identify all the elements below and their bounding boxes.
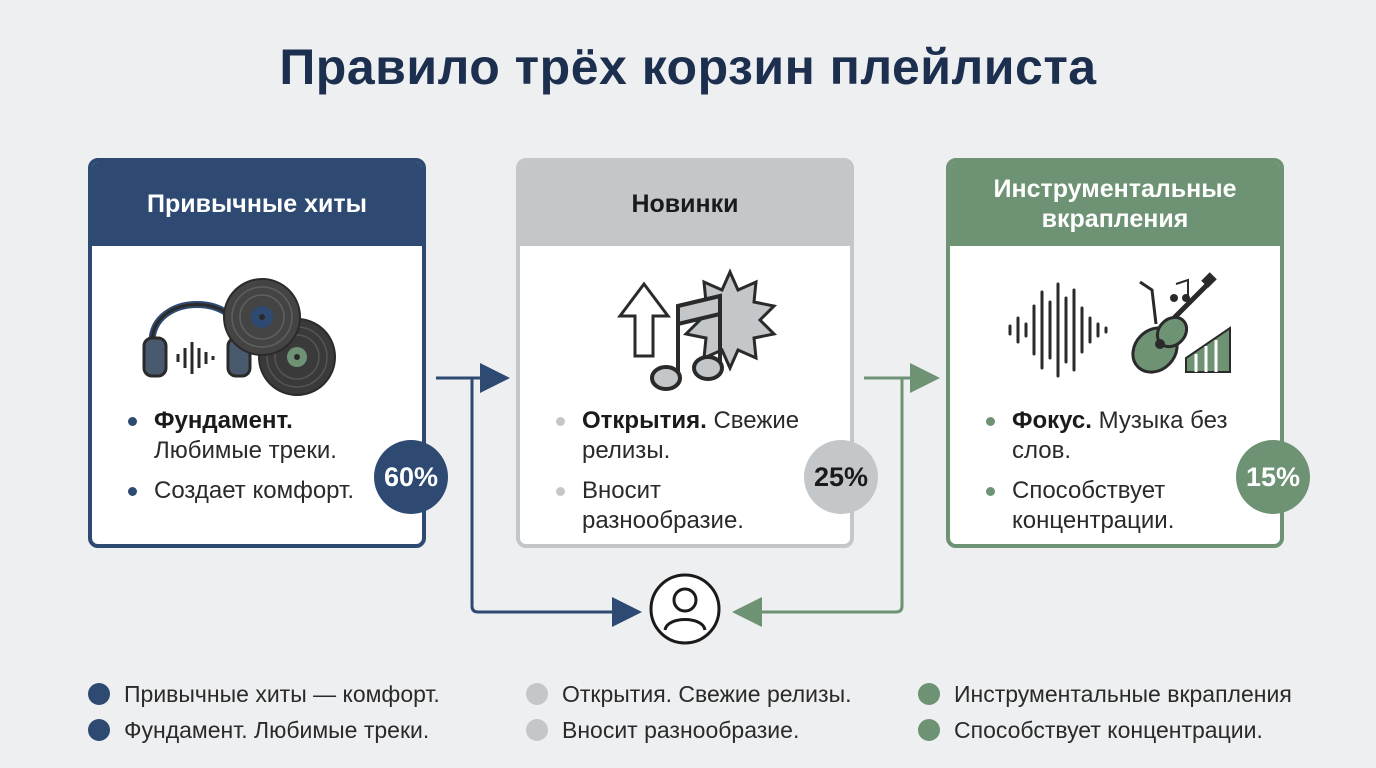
- vinyl-records-icon: [223, 278, 336, 396]
- card-heading: Инструментальные вкрапления: [950, 162, 1280, 246]
- legend-dot: [918, 719, 940, 741]
- legend-dot: [88, 683, 110, 705]
- legend-new: Открытия. Свежие релизы. Вносит разнообр…: [526, 676, 852, 748]
- legend-dot: [526, 683, 548, 705]
- card-icons: [142, 278, 336, 396]
- card-icons: [1008, 272, 1231, 378]
- card-new-releases: Новинки Открытия. Свежие релизы. Вносит …: [516, 158, 854, 548]
- saxophone-icon: [1139, 280, 1158, 325]
- legend-dot: [526, 719, 548, 741]
- legend-item: Способствует концентрации.: [918, 712, 1292, 748]
- headphones-icon: [142, 301, 252, 378]
- sound-wave-icon: [1008, 282, 1108, 378]
- music-note-icon: [650, 293, 724, 391]
- legend-hits: Привычные хиты — комфорт. Фундамент. Люб…: [88, 676, 440, 748]
- card-heading: Новинки: [520, 162, 850, 246]
- percent-badge-instrumental: 15%: [1236, 440, 1310, 514]
- legend-dot: [88, 719, 110, 741]
- bullet-item: Вносит разнообразие.: [554, 476, 810, 536]
- legend-instrumental: Инструментальные вкрапления Способствует…: [918, 676, 1292, 748]
- card-heading: Привычные хиты: [92, 162, 422, 246]
- legend-item: Фундамент. Любимые треки.: [88, 712, 440, 748]
- legend-item: Вносит разнообразие.: [526, 712, 852, 748]
- legend-dot: [918, 683, 940, 705]
- bullet-item: Способствует концентрации.: [984, 476, 1240, 536]
- music-note-small-icon: [1170, 278, 1190, 302]
- legend-item: Инструментальные вкрапления: [918, 676, 1292, 712]
- legend-item: Привычные хиты — комфорт.: [88, 676, 440, 712]
- percent-badge-new: 25%: [804, 440, 878, 514]
- user-icon: [649, 573, 721, 645]
- arrow-instrumental-to-user: [732, 378, 904, 627]
- bullet-item: Фокус. Музыка без слов.: [984, 406, 1240, 466]
- bullet-item: Открытия. Свежие релизы.: [554, 406, 810, 466]
- percent-badge-hits: 60%: [374, 440, 448, 514]
- piano-icon: [1185, 326, 1231, 373]
- legend-item: Открытия. Свежие релизы.: [526, 676, 852, 712]
- bullet-item: Создает комфорт.: [126, 476, 382, 506]
- card-instrumental: Инструментальные вкрапления: [946, 158, 1284, 548]
- card-icons: [617, 268, 778, 391]
- card-familiar-hits: Привычные хиты Фундамент. Любимые треки.…: [88, 158, 426, 548]
- arrow-up-icon: [617, 281, 671, 358]
- arrow-hits-to-user: [470, 378, 642, 627]
- page-title: Правило трёх корзин плейлиста: [279, 39, 1097, 95]
- bullet-item: Фундамент. Любимые треки.: [126, 406, 382, 466]
- guitar-icon: [1131, 272, 1217, 374]
